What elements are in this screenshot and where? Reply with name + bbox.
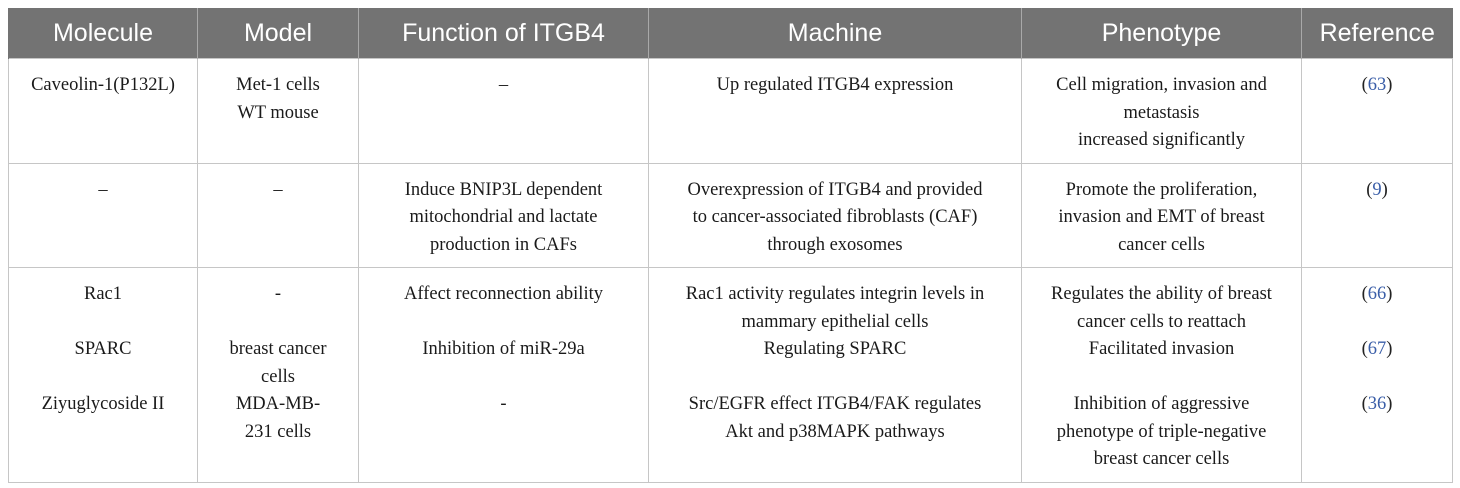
cell-molecule: Rac1 SPARC Ziyuglycoside II	[8, 267, 198, 483]
cell-line	[1028, 364, 1295, 392]
cell-molecule: Caveolin-1(P132L)	[8, 58, 198, 164]
table-row: Rac1 SPARC Ziyuglycoside II - breast can…	[8, 267, 1453, 483]
cell-line	[15, 309, 191, 337]
cell-phenotype: Cell migration, invasion and metastasis …	[1021, 58, 1302, 164]
cell-line: cancer cells to reattach	[1077, 311, 1246, 332]
cell-line: Inhibition of aggressive	[1073, 394, 1250, 414]
cell-line: –	[98, 179, 108, 200]
cell-line: Rac1	[83, 284, 122, 304]
cell-line: mammary epithelial cells	[741, 311, 929, 332]
cell-line: –	[273, 179, 283, 200]
cell-line	[15, 364, 191, 392]
cell-line: cells	[261, 366, 295, 387]
reference-citation: (67)	[1361, 339, 1393, 359]
table-row: – – Induce BNIP3L dependent mitochondria…	[8, 162, 1453, 268]
cell-line: Regulating SPARC	[763, 339, 907, 359]
cell-reference: (9)	[1301, 162, 1453, 268]
cell-line	[1308, 364, 1446, 392]
header-function: Function of ITGB4	[358, 8, 649, 59]
cell-line	[204, 309, 352, 337]
cell-line: SPARC	[74, 339, 132, 359]
table-row: Caveolin-1(P132L) Met-1 cells WT mouse –…	[8, 58, 1453, 164]
cell-function: –	[358, 58, 649, 164]
cell-reference: (66) (67) (36)	[1301, 267, 1453, 483]
reference-link[interactable]: 9	[1372, 179, 1382, 200]
cell-line	[365, 364, 642, 392]
cell-model: Met-1 cells WT mouse	[197, 58, 359, 164]
cell-line: invasion and EMT of breast	[1058, 207, 1265, 227]
cell-machine: Up regulated ITGB4 expression	[648, 58, 1022, 164]
reference-citation: (63)	[1361, 75, 1393, 95]
reference-link[interactable]: 36	[1367, 394, 1387, 414]
header-phenotype: Phenotype	[1021, 8, 1302, 59]
data-table: Molecule Model Function of ITGB4 Machine…	[8, 8, 1453, 483]
reference-citation: (66)	[1361, 284, 1393, 304]
cell-model: –	[197, 162, 359, 268]
cell-line: -	[500, 394, 507, 414]
reference-link[interactable]: 67	[1367, 339, 1387, 359]
reference-citation: (36)	[1361, 394, 1393, 414]
cell-line: WT mouse	[237, 102, 319, 123]
cell-line: Met-1 cells	[236, 75, 320, 95]
cell-line: Inhibition of miR-29a	[422, 339, 585, 359]
header-reference: Reference	[1301, 8, 1453, 59]
cell-line: phenotype of triple-negative	[1056, 421, 1267, 442]
cell-line: Facilitated invasion	[1088, 339, 1235, 359]
cell-line: increased significantly	[1078, 130, 1245, 150]
cell-model: - breast cancer cells MDA-MB- 231 cells	[197, 267, 359, 483]
cell-line: metastasis	[1123, 102, 1200, 123]
cell-machine: Overexpression of ITGB4 and provided to …	[648, 162, 1022, 268]
cell-line: 231 cells	[244, 421, 312, 442]
header-row: Molecule Model Function of ITGB4 Machine…	[8, 8, 1453, 59]
reference-link[interactable]: 63	[1367, 75, 1387, 95]
cell-line: MDA-MB-	[235, 394, 321, 414]
cell-line: Akt and p38MAPK pathways	[725, 421, 945, 442]
cell-molecule: –	[8, 162, 198, 268]
cell-line: breast cancer	[229, 339, 327, 359]
header-model: Model	[197, 8, 359, 59]
cell-line	[365, 309, 642, 337]
cell-function: Induce BNIP3L dependent mitochondrial an…	[358, 162, 649, 268]
cell-line: breast cancer cells	[1093, 449, 1230, 469]
cell-line: cancer cells	[1118, 234, 1205, 255]
cell-line	[655, 364, 1015, 392]
cell-line: Src/EGFR effect ITGB4/FAK regulates	[688, 394, 982, 414]
cell-line: production in CAFs	[430, 234, 577, 255]
cell-reference: (63)	[1301, 58, 1453, 164]
cell-phenotype: Regulates the ability of breast cancer c…	[1021, 267, 1302, 483]
cell-function: Affect reconnection ability Inhibition o…	[358, 267, 649, 483]
cell-line: Induce BNIP3L dependent	[404, 179, 603, 200]
reference-link[interactable]: 66	[1367, 284, 1387, 304]
reference-citation: (9)	[1366, 179, 1388, 200]
cell-line: Cell migration, invasion and	[1056, 75, 1267, 95]
cell-line: -	[274, 284, 282, 304]
cell-line: Regulates the ability of breast	[1051, 284, 1272, 304]
cell-line: Promote the proliferation,	[1065, 179, 1258, 200]
header-machine: Machine	[648, 8, 1022, 59]
cell-line: –	[498, 75, 509, 95]
header-molecule: Molecule	[8, 8, 198, 59]
cell-phenotype: Promote the proliferation, invasion and …	[1021, 162, 1302, 268]
cell-line	[1308, 309, 1446, 337]
cell-line: Rac1 activity regulates integrin levels …	[685, 284, 985, 304]
cell-line: Up regulated ITGB4 expression	[716, 75, 954, 95]
cell-line: through exosomes	[767, 234, 903, 255]
cell-line: Ziyuglycoside II	[41, 394, 165, 414]
cell-line: Affect reconnection ability	[404, 284, 603, 304]
cell-line: mitochondrial and lactate	[409, 207, 598, 227]
cell-line: Overexpression of ITGB4 and provided	[687, 179, 983, 200]
cell-line: to cancer-associated fibroblasts (CAF)	[692, 207, 978, 227]
cell-machine: Rac1 activity regulates integrin levels …	[648, 267, 1022, 483]
cell-line: Caveolin-1(P132L)	[31, 75, 175, 95]
